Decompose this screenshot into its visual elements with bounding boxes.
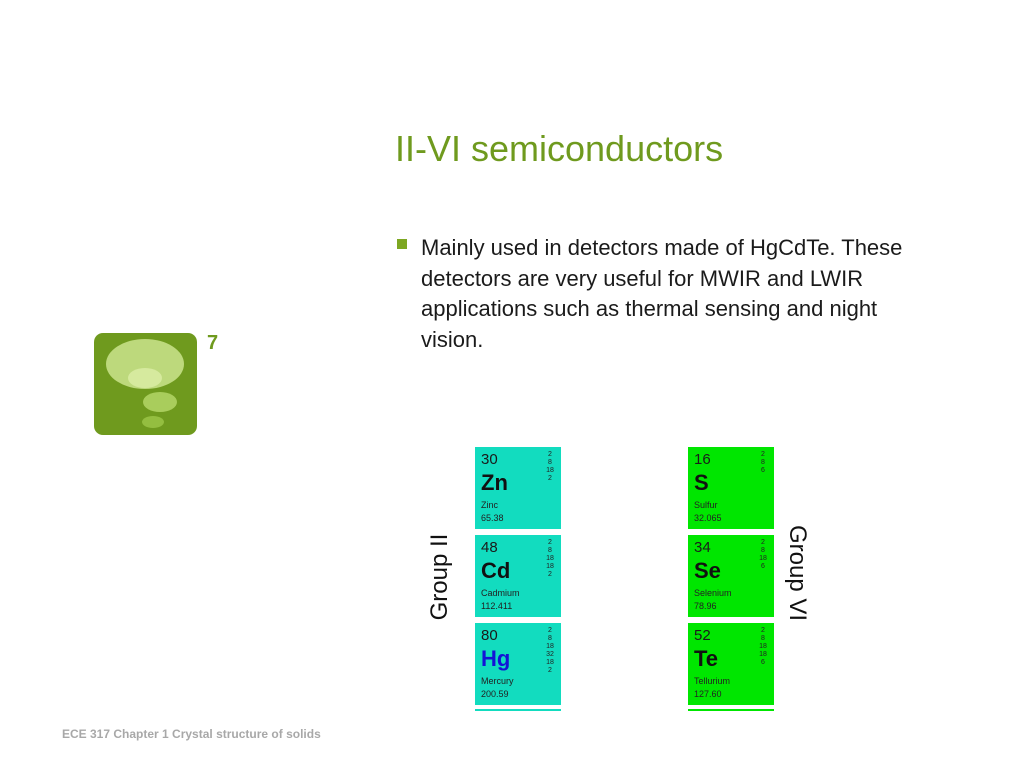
atomic-number: 30 [481, 451, 498, 468]
element-name: Tellurium [694, 676, 731, 686]
element-name: Cadmium [481, 588, 520, 598]
atomic-mass: 78.96 [694, 601, 717, 611]
element-name: Sulfur [694, 500, 718, 510]
bullet-square-icon [397, 239, 407, 249]
atomic-number: 52 [694, 627, 711, 644]
slide-title: II-VI semiconductors [395, 128, 724, 169]
atomic-number: 16 [694, 451, 711, 468]
slide-footer: ECE 317 Chapter 1 Crystal structure of s… [62, 727, 321, 741]
column-edge [688, 709, 774, 712]
group-vi-label: Group VI [784, 524, 811, 622]
speech-bubble-icon [94, 333, 197, 435]
element-symbol: Hg [481, 646, 511, 671]
element-symbol: Se [694, 558, 721, 583]
group-ii-label: Group II [426, 533, 453, 621]
atomic-mass: 65.38 [481, 513, 504, 523]
bullet-text: Mainly used in detectors made of HgCdTe.… [421, 235, 903, 352]
atomic-number: 48 [481, 539, 498, 556]
element-symbol: Zn [481, 470, 508, 495]
element-name: Selenium [694, 588, 732, 598]
element-name: Mercury [481, 676, 514, 686]
element-symbol: Te [694, 646, 719, 671]
bullet-list: Mainly used in detectors made of HgCdTe.… [397, 233, 917, 355]
element-name: Zinc [481, 500, 499, 510]
atomic-mass: 112.411 [481, 601, 513, 611]
atomic-mass: 32.065 [694, 513, 722, 523]
atomic-mass: 127.60 [694, 689, 722, 699]
column-edge [475, 709, 561, 712]
atomic-mass: 200.59 [481, 689, 509, 699]
atomic-number: 80 [481, 627, 498, 644]
atomic-number: 34 [694, 539, 711, 556]
element-symbol: Cd [481, 558, 511, 583]
slide-number: 7 [207, 332, 219, 354]
element-symbol: S [694, 470, 709, 495]
